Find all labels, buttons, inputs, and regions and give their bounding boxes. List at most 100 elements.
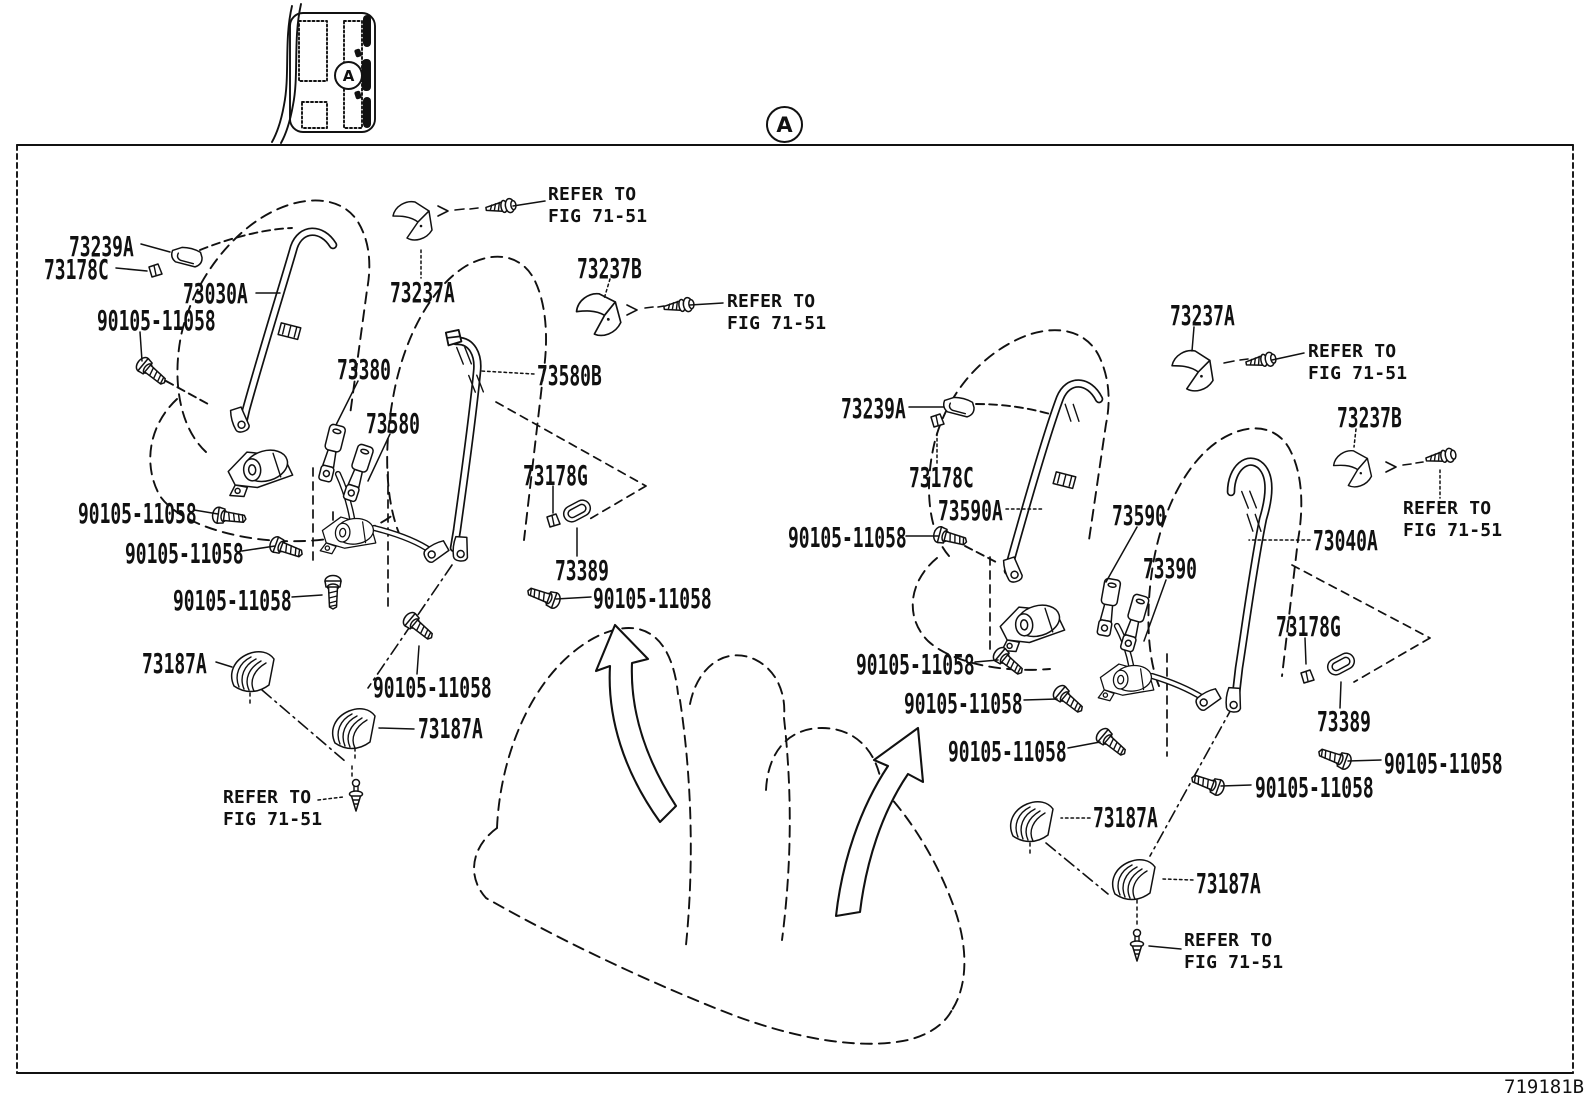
part-label-73178c: 73178C [44, 253, 109, 286]
part-label-73237a: 73237A [1170, 299, 1235, 332]
section-marker: A [766, 106, 803, 143]
note-label-refer-to: REFER TO FIG 71-51 [1184, 930, 1284, 973]
buckle-icon [1117, 592, 1151, 654]
bolt-icon [524, 582, 564, 611]
seat-outline [1147, 427, 1303, 687]
part-label-90105-11058: 90105-11058 [948, 735, 1067, 768]
belt-guide-cover-icon [1171, 349, 1214, 392]
part-label-73389: 73389 [555, 554, 609, 587]
inset-belt-marks [354, 15, 371, 128]
part-label-73580: 73580 [366, 407, 420, 440]
inset-section-marker: A [334, 61, 363, 90]
belt-guide-cover-icon [573, 290, 623, 339]
bench-seat-outline [473, 627, 966, 1045]
part-label-73239a: 73239A [69, 230, 134, 263]
part-label-73590: 73590 [1112, 499, 1166, 532]
anchor-cover-icon [230, 650, 275, 693]
part-label-73237b: 73237B [577, 252, 642, 285]
buckle-icon [340, 442, 376, 504]
alignment-marks [437, 205, 1424, 473]
diagram-art [115, 196, 1458, 1045]
seat-outline [386, 255, 547, 541]
retractor-icon [1097, 657, 1158, 706]
part-label-90105-11058: 90105-11058 [788, 521, 907, 554]
part-label-73390: 73390 [1143, 552, 1197, 585]
part-label-73030a: 73030A [183, 277, 248, 310]
anchor-plate-icon [1224, 686, 1243, 714]
belt-guide-cover-icon [1331, 448, 1374, 490]
bolt-icon [210, 505, 248, 528]
part-label-73187a: 73187A [418, 712, 483, 745]
part-label-73389: 73389 [1317, 705, 1371, 738]
bolt-icon [266, 534, 306, 563]
screw-icon [1244, 350, 1278, 372]
clip-icon [930, 413, 945, 428]
part-label-73237b: 73237B [1337, 401, 1402, 434]
part-label-90105-11058: 90105-11058 [1255, 771, 1374, 804]
part-label-73187a: 73187A [1093, 801, 1158, 834]
belt-hash-marks [1061, 402, 1083, 424]
part-label-90105-11058: 90105-11058 [125, 537, 244, 570]
part-label-73178g: 73178G [1276, 610, 1341, 643]
bolt-icon [931, 524, 970, 551]
note-label-refer-to: REFER TO FIG 71-51 [1308, 341, 1408, 384]
clip-icon [148, 263, 163, 278]
leader-lines [115, 200, 1441, 950]
part-label-90105-11058: 90105-11058 [904, 687, 1023, 720]
anchor-cover-icon [331, 707, 376, 750]
retractor-icon [225, 443, 295, 499]
bolt-icon [132, 354, 171, 390]
anchor-plate-icon [451, 535, 470, 563]
figure-code: 719181B [1504, 1076, 1585, 1098]
part-label-73237a: 73237A [390, 276, 455, 309]
bolt-icon [1315, 743, 1355, 772]
bolt-icon [1049, 682, 1088, 718]
screw-icon [1424, 446, 1458, 468]
retractor-icon [997, 598, 1067, 654]
part-label-73580b: 73580B [537, 359, 602, 392]
part-label-90105-11058: 90105-11058 [97, 304, 216, 337]
part-label-73590a: 73590A [938, 494, 1003, 527]
part-label-73178c: 73178C [909, 461, 974, 494]
part-label-90105-11058: 90105-11058 [856, 648, 975, 681]
inset-seat-small [301, 101, 328, 129]
seat-outline [928, 329, 1110, 557]
part-label-73187a: 73187A [1196, 867, 1261, 900]
part-label-73040a: 73040A [1313, 524, 1378, 557]
clip-icon [546, 513, 561, 528]
belt-hash-marks [1239, 489, 1259, 510]
belt-routing-arrow [834, 726, 925, 918]
part-label-73239a: 73239A [841, 392, 906, 425]
anchor-plate-icon [420, 538, 451, 566]
anchor-cover-icon [1111, 858, 1156, 901]
buckle-icon [315, 422, 348, 484]
vehicle-inset-diagram [271, 3, 376, 144]
screw-icon [484, 196, 518, 217]
push-pin-icon [348, 778, 364, 812]
anchor-plate-icon [1192, 686, 1223, 714]
belt-adjuster-icon [1051, 469, 1078, 492]
seat-cushion-outline [149, 398, 395, 543]
note-label-refer-to: REFER TO FIG 71-51 [727, 291, 827, 334]
belt-routing-arrow [594, 623, 678, 824]
seatbelt-webbing [238, 227, 1273, 702]
part-label-73178g: 73178G [523, 459, 588, 492]
belt-guide-cover-icon [392, 200, 433, 241]
part-label-90105-11058: 90105-11058 [78, 497, 197, 530]
note-label-refer-to: REFER TO FIG 71-51 [1403, 498, 1503, 541]
seat-cushion-outline [911, 557, 1051, 671]
part-label-73187a: 73187A [142, 647, 207, 680]
bolt-icon [324, 574, 342, 610]
clip-icon [1300, 669, 1315, 684]
note-label-refer-to: REFER TO FIG 71-51 [223, 787, 323, 830]
anchor-cover-icon [1009, 800, 1054, 843]
part-label-90105-11058: 90105-11058 [1384, 747, 1503, 780]
screw-icon [662, 295, 696, 316]
belt-keeper-icon [1323, 649, 1359, 679]
seat-outline [176, 199, 371, 453]
note-label-refer-to: REFER TO FIG 71-51 [548, 184, 648, 227]
belt-hanger-icon [941, 395, 976, 419]
part-label-90105-11058: 90105-11058 [173, 584, 292, 617]
